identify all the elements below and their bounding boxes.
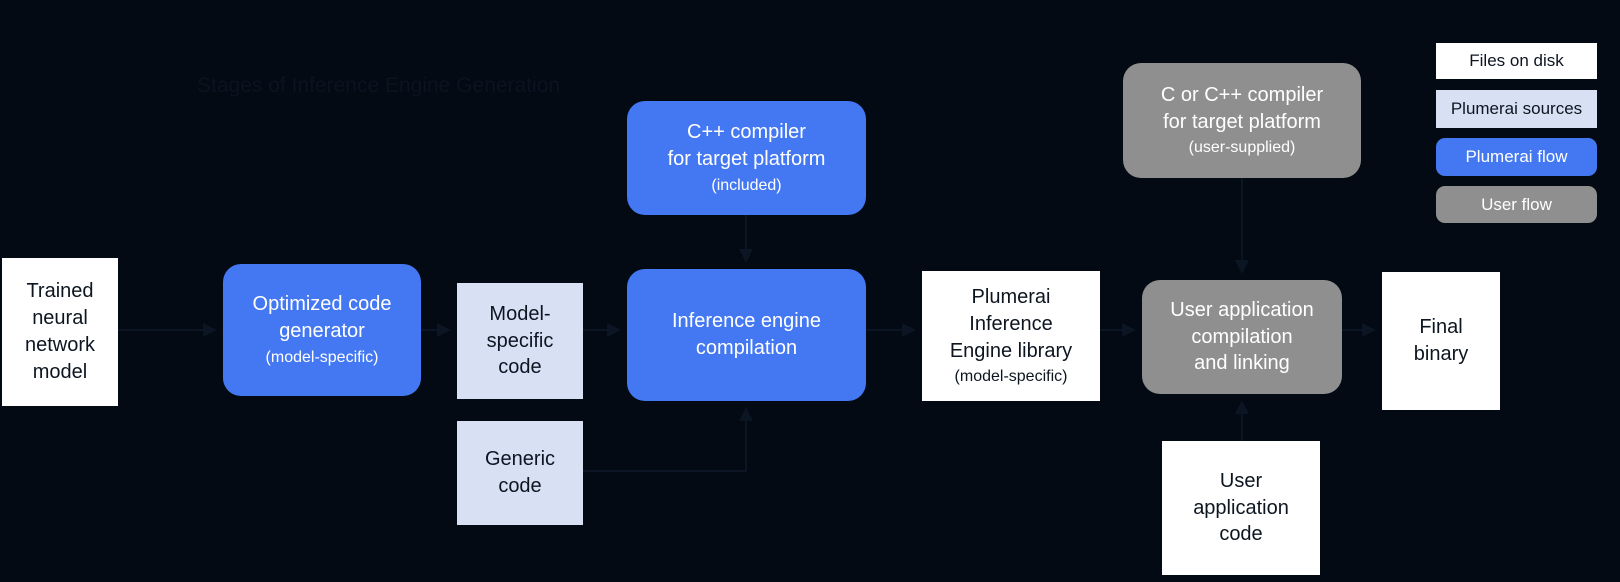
legend-label: Files on disk	[1469, 51, 1564, 70]
node-label: C or C++ compiler for target platform	[1160, 83, 1324, 133]
legend-item-user-flow: User flow	[1436, 186, 1597, 223]
legend-label: Plumerai flow	[1465, 147, 1568, 166]
node-trained-neural-network-model: Trained neural network model	[2, 258, 118, 406]
node-optimized-code-generator: Optimized code generator (model-specific…	[223, 264, 421, 396]
legend-item-plumerai-flow: Plumerai flow	[1436, 138, 1597, 176]
node-model-specific-code: Model- specific code	[457, 283, 583, 399]
node-user-application-code: User application code	[1162, 441, 1320, 575]
legend-item-files-on-disk: Files on disk	[1436, 43, 1597, 79]
legend-item-plumerai-sources: Plumerai sources	[1436, 90, 1597, 128]
node-label: Final binary	[1413, 316, 1469, 365]
node-final-binary: Final binary	[1382, 272, 1500, 410]
node-label: C++ compiler for target platform	[667, 121, 826, 171]
node-label: Inference engine compilation	[671, 310, 821, 359]
node-label: Optimized code generator	[252, 293, 392, 343]
node-label: Plumerai Inference Engine library	[949, 285, 1073, 362]
node-label: Trained neural network model	[24, 280, 96, 383]
node-sublabel: (model-specific)	[954, 368, 1068, 386]
node-label: User application code	[1193, 469, 1289, 546]
diagram-title: Stages of Inference Engine Generation	[197, 74, 561, 97]
legend-label: User flow	[1481, 194, 1552, 214]
node-label: Model- specific code	[486, 302, 554, 379]
node-cpp-compiler-included: C++ compiler for target platform (includ…	[627, 101, 866, 215]
node-label: Generic code	[484, 448, 556, 497]
node-sublabel: (model-specific)	[265, 348, 379, 366]
node-user-application-compilation-and-linking: User application compilation and linking	[1142, 280, 1342, 394]
node-generic-code: Generic code	[457, 421, 583, 525]
node-plumerai-inference-engine-library: Plumerai Inference Engine library (model…	[922, 271, 1100, 401]
legend-label: Plumerai sources	[1450, 99, 1583, 118]
node-sublabel: (included)	[711, 176, 782, 194]
node-label: User application compilation and linking	[1170, 298, 1314, 375]
node-inference-engine-compilation: Inference engine compilation	[627, 269, 866, 401]
node-c-or-cpp-compiler-user-supplied: C or C++ compiler for target platform (u…	[1123, 63, 1361, 178]
node-sublabel: (user-supplied)	[1188, 139, 1296, 157]
edge-generic-to-compilation	[583, 407, 753, 472]
